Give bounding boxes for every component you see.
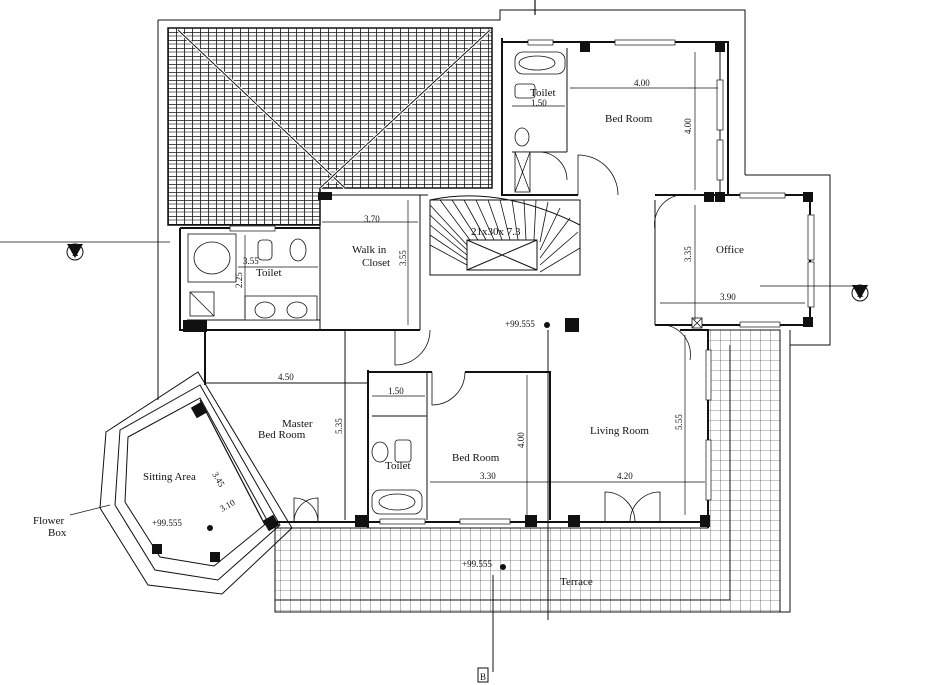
- label-bed-room-mid: Bed Room: [452, 452, 500, 464]
- label-box: Box: [48, 527, 67, 539]
- dim-3-35: 3.35: [683, 246, 693, 262]
- fixtures: [187, 51, 703, 515]
- label-closet: Closet: [362, 257, 390, 269]
- dim-5-35: 5.35: [334, 418, 344, 434]
- sitting-area-walls: [99, 371, 293, 595]
- dim-3-30: 3.30: [480, 471, 496, 481]
- staircase: [429, 195, 581, 276]
- section-mark-right: A: [857, 289, 864, 299]
- label-terrace: Terrace: [560, 576, 593, 588]
- label-office: Office: [716, 244, 744, 256]
- label-bed-room-top: Bed Room: [605, 113, 653, 125]
- columns: [152, 42, 813, 562]
- roof: [167, 27, 493, 226]
- dim-4-00-top: 4.00: [634, 78, 650, 88]
- label-toilet-left: Toilet: [256, 267, 282, 279]
- terrace-floor: [274, 329, 791, 613]
- windows: [229, 39, 815, 525]
- dim-2-25: 2.25: [234, 272, 244, 288]
- level-terrace: +99.555: [462, 559, 492, 569]
- level-center: +99.555: [505, 319, 535, 329]
- section-mark-bottom: B: [480, 672, 486, 682]
- dimension-labels: 4.00 4.00 1.50 3.70 3.55 3.55 2.25 3.35 …: [210, 78, 736, 514]
- dim-4-20: 4.20: [617, 471, 633, 481]
- doors: [293, 151, 691, 523]
- label-toilet-mid: Toilet: [385, 460, 411, 472]
- label-toilet-top: Toilet: [530, 87, 556, 99]
- dim-4-00-mid: 4.00: [516, 432, 526, 448]
- dim-4-50: 4.50: [278, 372, 294, 382]
- level-sitting: +99.555: [152, 518, 182, 528]
- section-mark-left: A: [72, 248, 79, 258]
- dim-3-55-closet: 3.55: [398, 250, 408, 266]
- dim-4-00-top-v: 4.00: [683, 118, 693, 134]
- room-labels: Bed Room Toilet Office Walk in Closet To…: [33, 87, 744, 588]
- label-sitting-area: Sitting Area: [143, 471, 196, 483]
- dim-5-55: 5.55: [674, 414, 684, 430]
- dim-1-50-mid: 1.50: [388, 386, 404, 396]
- dim-3-45: 3.45: [210, 470, 227, 489]
- site-lines: [157, 9, 831, 400]
- level-labels: +99.555 +99.555 +99.555: [152, 319, 535, 569]
- dim-3-90: 3.90: [720, 292, 736, 302]
- label-walk-in: Walk in: [352, 244, 387, 256]
- label-living-room: Living Room: [590, 425, 649, 437]
- label-flower: Flower: [33, 515, 65, 527]
- level-markers: [207, 318, 579, 570]
- dim-3-55-toilet: 3.55: [243, 256, 259, 266]
- dimension-lines: [0, 0, 865, 672]
- label-master-bed-room: Bed Room: [258, 429, 306, 441]
- dim-3-70: 3.70: [364, 214, 380, 224]
- dim-3-10: 3.10: [218, 497, 237, 514]
- label-master: Master: [282, 418, 313, 430]
- label-stair: 21x30x 7.3: [471, 226, 521, 238]
- section-markers: A A B: [66, 243, 869, 683]
- dim-1-50-top: 1.50: [531, 98, 547, 108]
